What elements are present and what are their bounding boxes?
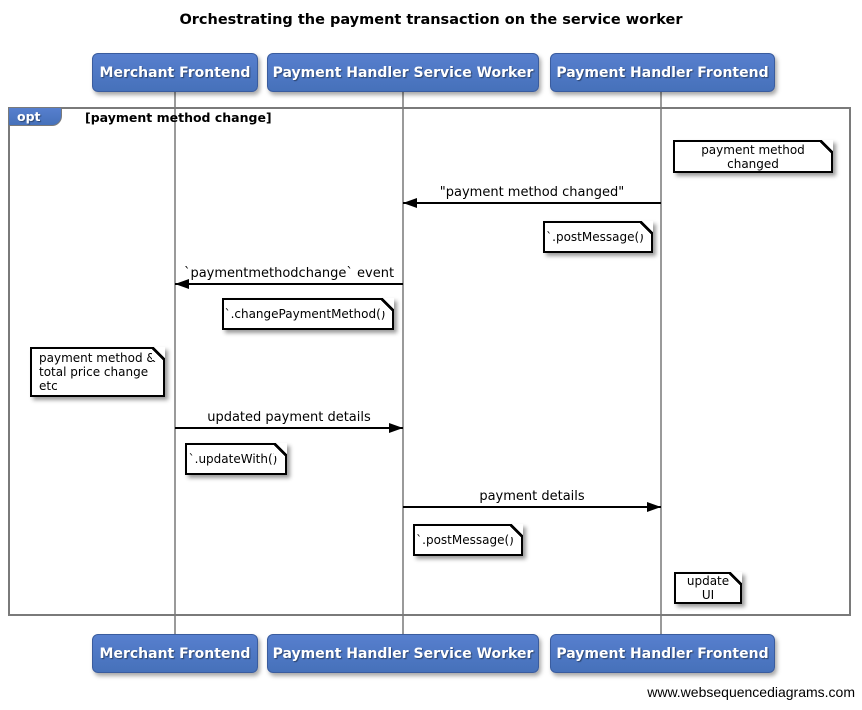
actor-payment-handler-frontend-top: Payment Handler Frontend [550,53,775,92]
folded-corner-icon [729,572,742,585]
watermark-websequencediagrams: www.websequencediagrams.com [647,684,855,700]
opt-operator-tab: opt [8,107,62,126]
message-line [175,427,403,429]
actor-merchant-frontend-bottom: Merchant Frontend [92,634,258,673]
note-updatewith: `.updateWith()` [185,443,287,475]
folded-corner-icon [820,140,833,153]
note-changepaymentmethod: `.changePaymentMethod()` [222,298,394,330]
actor-payment-handler-frontend-bottom: Payment Handler Frontend [550,634,775,673]
folded-corner-icon [640,221,653,234]
message-label: payment details [479,489,585,504]
arrowhead-left-icon [175,279,189,289]
folded-corner-icon [510,524,523,537]
message-label: `paymentmethodchange` event [183,266,395,281]
message-label: updated payment details [207,410,371,425]
note-text: payment method changed [701,142,805,171]
folded-corner-icon [381,298,394,311]
diagram-title: Orchestrating the payment transaction on… [179,12,683,28]
message-payment-details: payment details [403,487,661,512]
message-label: "payment method changed" [439,185,625,200]
note-text: `.changePaymentMethod()` [224,307,392,321]
note-text: `.postMessage()` [546,230,650,244]
message-paymentmethodchange-event: `paymentmethodchange` event [175,264,403,289]
arrowhead-left-icon [403,198,417,208]
actor-merchant-frontend-top: Merchant Frontend [92,53,258,92]
note-text: `.updateWith()` [188,452,284,466]
lifeline-payment-handler-service-worker [402,92,404,635]
actor-payment-handler-service-worker-bottom: Payment Handler Service Worker [267,634,539,673]
arrowhead-right-icon [647,502,661,512]
lifeline-merchant-frontend [174,92,176,635]
message-payment-method-changed: "payment method changed" [403,183,661,208]
folded-corner-icon [274,443,287,456]
folded-corner-icon [152,347,165,360]
lifeline-payment-handler-frontend [660,92,662,635]
opt-fragment-frame: opt [payment method change] [8,107,851,616]
message-updated-payment-details: updated payment details [175,408,403,433]
opt-guard-condition: [payment method change] [85,110,272,125]
note-postmessage-2: `.postMessage()` [413,524,523,556]
note-payment-method-and-total-price: payment method & total price change etc [30,347,165,397]
message-line [403,506,661,508]
message-line [175,283,403,285]
arrowhead-right-icon [389,423,403,433]
note-postmessage-1: `.postMessage()` [543,221,653,253]
note-update-ui: update UI [674,572,742,604]
message-line [403,202,661,204]
note-text: `.postMessage()` [416,533,520,547]
note-text: update UI [686,574,730,602]
note-text: payment method & total price change etc [39,351,156,393]
note-payment-method-changed: payment method changed [673,140,833,173]
actor-payment-handler-service-worker-top: Payment Handler Service Worker [267,53,539,92]
